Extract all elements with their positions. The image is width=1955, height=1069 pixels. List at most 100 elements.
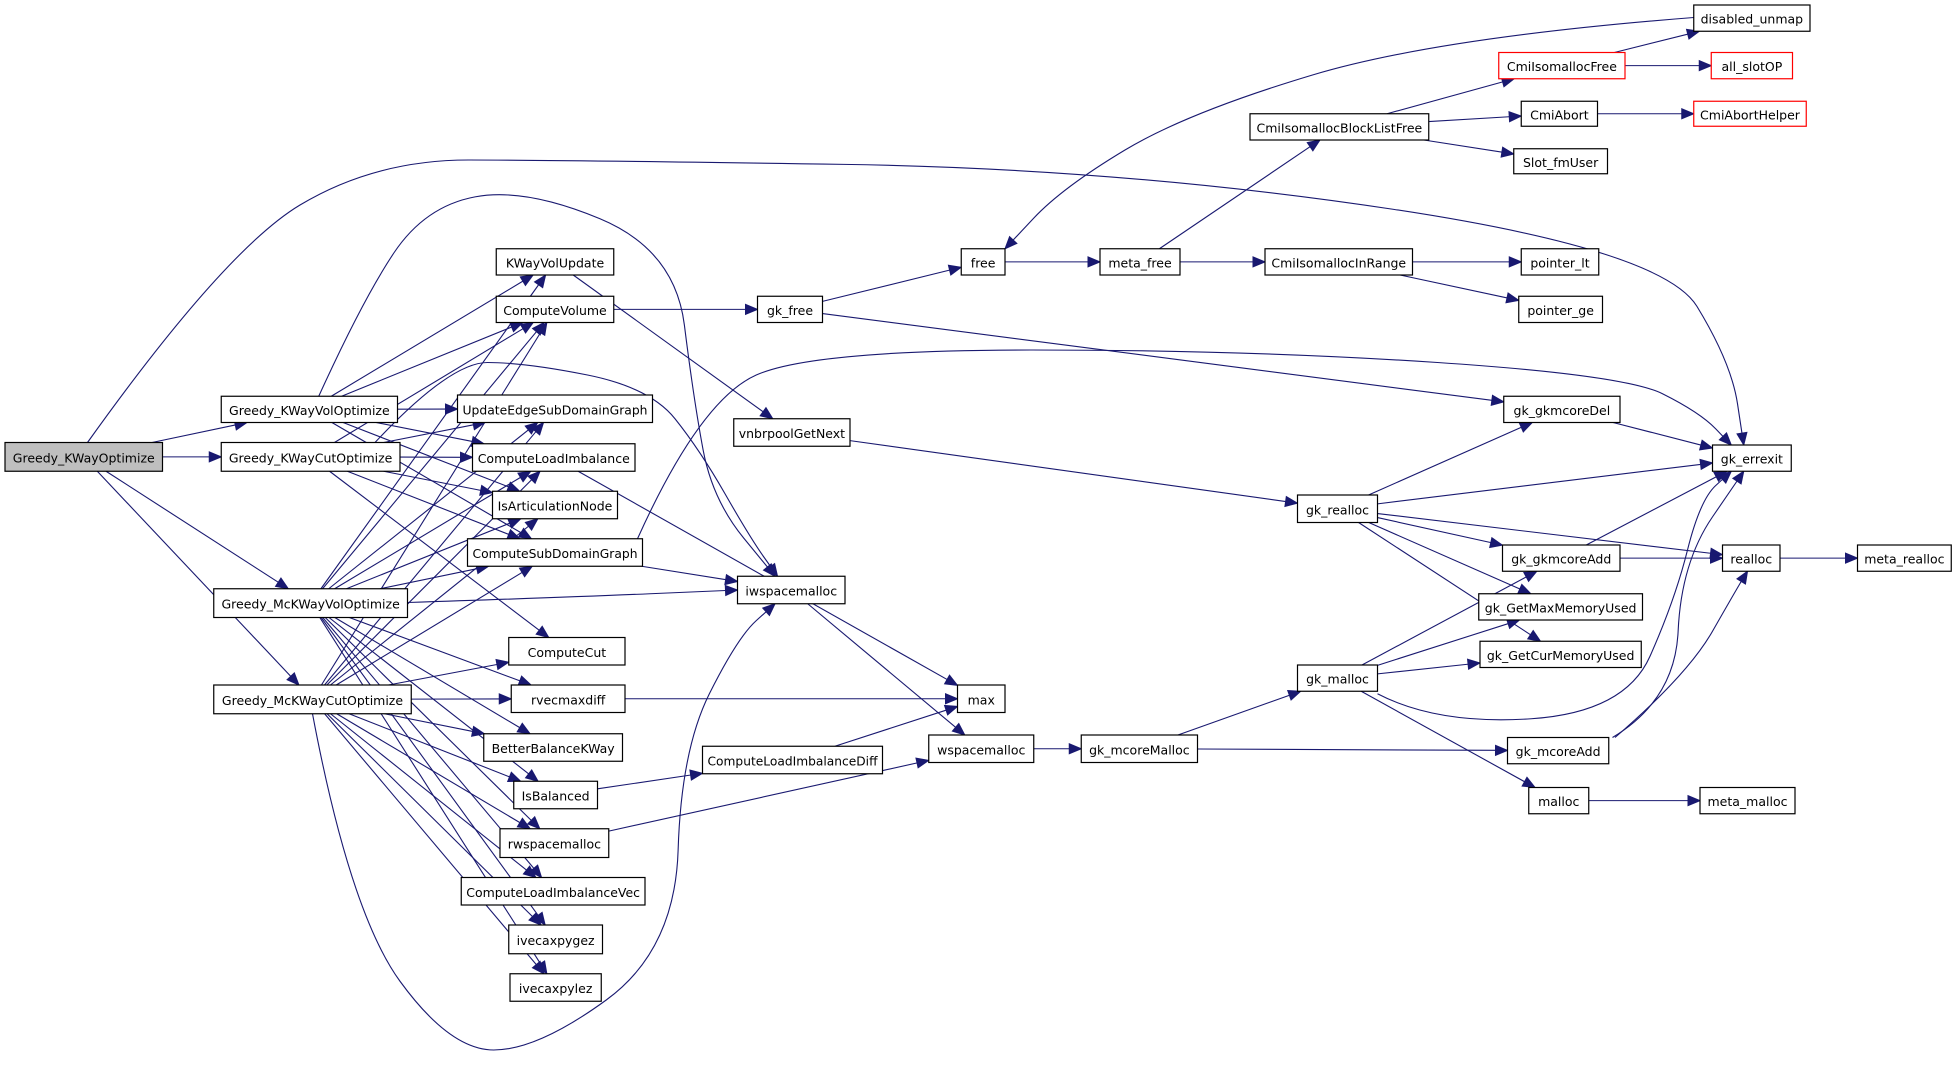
node-pointer-ge[interactable]: pointer_ge bbox=[1518, 295, 1604, 324]
node-ivecaxpygez[interactable]: ivecaxpygez bbox=[508, 924, 604, 955]
node-cmi-abort[interactable]: CmiAbort bbox=[1520, 100, 1599, 127]
node-box[interactable] bbox=[1693, 100, 1807, 127]
node-meta-realloc[interactable]: meta_realloc bbox=[1856, 544, 1952, 572]
node-gk-get-max-memory-used[interactable]: gk_GetMaxMemoryUsed bbox=[1478, 593, 1644, 621]
node-box[interactable] bbox=[499, 828, 610, 859]
node-disabled-unmap[interactable]: disabled_unmap bbox=[1693, 4, 1811, 32]
node-is-balanced[interactable]: IsBalanced bbox=[513, 780, 599, 810]
node-greedy-mc-kway-vol-optimize[interactable]: Greedy_McKWayVolOptimize bbox=[213, 588, 409, 619]
node-box[interactable] bbox=[1478, 593, 1644, 621]
node-box[interactable] bbox=[1264, 248, 1414, 276]
node-update-edge-sub-domain-graph[interactable]: UpdateEdgeSubDomainGraph bbox=[456, 394, 654, 424]
node-box[interactable] bbox=[1693, 4, 1811, 32]
node-compute-load-imbalance-diff[interactable]: ComputeLoadImbalanceDiff bbox=[701, 745, 884, 775]
node-box[interactable] bbox=[456, 394, 654, 424]
node-box[interactable] bbox=[510, 684, 626, 714]
node-box[interactable] bbox=[1249, 113, 1430, 141]
node-box[interactable] bbox=[213, 684, 412, 715]
node-box[interactable] bbox=[509, 973, 602, 1002]
node-gk-gkmcore-add[interactable]: gk_gkmcoreAdd bbox=[1501, 544, 1621, 572]
node-cmi-isomalloc-in-range[interactable]: CmiIsomallocInRange bbox=[1264, 248, 1414, 276]
node-wspacemalloc[interactable]: wspacemalloc bbox=[928, 734, 1035, 764]
node-box[interactable] bbox=[4, 441, 164, 472]
node-box[interactable] bbox=[1498, 51, 1626, 80]
node-gk-free[interactable]: gk_free bbox=[756, 295, 824, 324]
node-box[interactable] bbox=[213, 588, 409, 619]
node-box[interactable] bbox=[220, 441, 401, 472]
node-box[interactable] bbox=[471, 443, 636, 472]
node-cmi-isomalloc-block-list-free[interactable]: CmiIsomallocBlockListFree bbox=[1249, 113, 1430, 141]
node-box[interactable] bbox=[491, 490, 619, 520]
node-max[interactable]: max bbox=[956, 684, 1006, 714]
node-gk-realloc[interactable]: gk_realloc bbox=[1296, 494, 1379, 524]
node-gk-gkmcore-del[interactable]: gk_gkmcoreDel bbox=[1503, 395, 1621, 424]
node-box[interactable] bbox=[1520, 100, 1599, 127]
node-cmi-isomalloc-free[interactable]: CmiIsomallocFree bbox=[1498, 51, 1626, 80]
node-greedy-kway-cut-optimize[interactable]: Greedy_KWayCutOptimize bbox=[220, 441, 401, 472]
node-box[interactable] bbox=[460, 876, 646, 906]
node-vnbrpool-get-next[interactable]: vnbrpoolGetNext bbox=[733, 418, 851, 447]
node-iwspacemalloc[interactable]: iwspacemalloc bbox=[736, 575, 846, 605]
node-box[interactable] bbox=[1296, 494, 1379, 524]
node-rwspacemalloc[interactable]: rwspacemalloc bbox=[499, 828, 610, 859]
node-box[interactable] bbox=[508, 924, 604, 955]
node-box[interactable] bbox=[733, 418, 851, 447]
node-compute-volume[interactable]: ComputeVolume bbox=[495, 295, 615, 324]
node-box[interactable] bbox=[1503, 395, 1621, 424]
node-ivecaxpylez[interactable]: ivecaxpylez bbox=[509, 973, 602, 1002]
node-box[interactable] bbox=[928, 734, 1035, 764]
node-greedy-kway-optimize[interactable]: Greedy_KWayOptimize bbox=[4, 441, 164, 472]
node-box[interactable] bbox=[1721, 544, 1781, 572]
node-box[interactable] bbox=[1513, 148, 1609, 175]
node-pointer-lt[interactable]: pointer_lt bbox=[1520, 248, 1600, 276]
node-box[interactable] bbox=[466, 538, 644, 567]
node-box[interactable] bbox=[956, 684, 1006, 714]
node-box[interactable] bbox=[1518, 295, 1604, 324]
node-box[interactable] bbox=[495, 295, 615, 324]
node-box[interactable] bbox=[1501, 544, 1621, 572]
node-compute-load-imbalance-vec[interactable]: ComputeLoadImbalanceVec bbox=[460, 876, 646, 906]
node-malloc[interactable]: malloc bbox=[1528, 786, 1590, 815]
node-all-slot-op[interactable]: all_slotOP bbox=[1710, 51, 1794, 80]
node-box[interactable] bbox=[513, 780, 599, 810]
node-compute-cut[interactable]: ComputeCut bbox=[508, 636, 626, 666]
node-box[interactable] bbox=[1711, 444, 1792, 472]
node-better-balance-kway[interactable]: BetterBalanceKWay bbox=[483, 733, 624, 762]
node-greedy-mc-kway-cut-optimize[interactable]: Greedy_McKWayCutOptimize bbox=[213, 684, 412, 715]
node-rvecmaxdiff[interactable]: rvecmaxdiff bbox=[510, 684, 626, 714]
node-box[interactable] bbox=[1710, 51, 1794, 80]
node-realloc[interactable]: realloc bbox=[1721, 544, 1781, 572]
node-box[interactable] bbox=[1296, 664, 1379, 692]
node-box[interactable] bbox=[1528, 786, 1590, 815]
node-gk-mcore-malloc[interactable]: gk_mcoreMalloc bbox=[1080, 734, 1199, 764]
node-gk-get-cur-memory-used[interactable]: gk_GetCurMemoryUsed bbox=[1479, 640, 1642, 669]
node-compute-sub-domain-graph[interactable]: ComputeSubDomainGraph bbox=[466, 538, 644, 567]
node-box[interactable] bbox=[220, 395, 399, 424]
node-kway-vol-update[interactable]: KWayVolUpdate bbox=[495, 248, 615, 276]
node-greedy-kway-vol-optimize[interactable]: Greedy_KWayVolOptimize bbox=[220, 395, 399, 424]
node-box[interactable] bbox=[1479, 640, 1642, 669]
node-box[interactable] bbox=[1080, 734, 1199, 764]
node-box[interactable] bbox=[495, 248, 615, 276]
node-gk-malloc[interactable]: gk_malloc bbox=[1296, 664, 1379, 692]
node-box[interactable] bbox=[960, 248, 1006, 276]
node-box[interactable] bbox=[1856, 544, 1952, 572]
node-gk-mcore-add[interactable]: gk_mcoreAdd bbox=[1506, 736, 1610, 765]
node-free[interactable]: free bbox=[960, 248, 1006, 276]
node-gk-errexit[interactable]: gk_errexit bbox=[1711, 444, 1792, 472]
node-cmi-abort-helper[interactable]: CmiAbortHelper bbox=[1693, 100, 1807, 127]
node-box[interactable] bbox=[756, 295, 824, 324]
node-box[interactable] bbox=[736, 575, 846, 605]
node-box[interactable] bbox=[1699, 786, 1796, 815]
node-box[interactable] bbox=[1099, 248, 1181, 276]
node-box[interactable] bbox=[508, 636, 626, 666]
node-box[interactable] bbox=[1506, 736, 1610, 765]
node-is-articulation-node[interactable]: IsArticulationNode bbox=[491, 490, 619, 520]
node-meta-free[interactable]: meta_free bbox=[1099, 248, 1181, 276]
node-box[interactable] bbox=[1520, 248, 1600, 276]
node-compute-load-imbalance[interactable]: ComputeLoadImbalance bbox=[471, 443, 636, 472]
node-box[interactable] bbox=[483, 733, 624, 762]
node-slot-fm-user[interactable]: Slot_fmUser bbox=[1513, 148, 1609, 175]
node-meta-malloc[interactable]: meta_malloc bbox=[1699, 786, 1796, 815]
node-box[interactable] bbox=[701, 745, 884, 775]
